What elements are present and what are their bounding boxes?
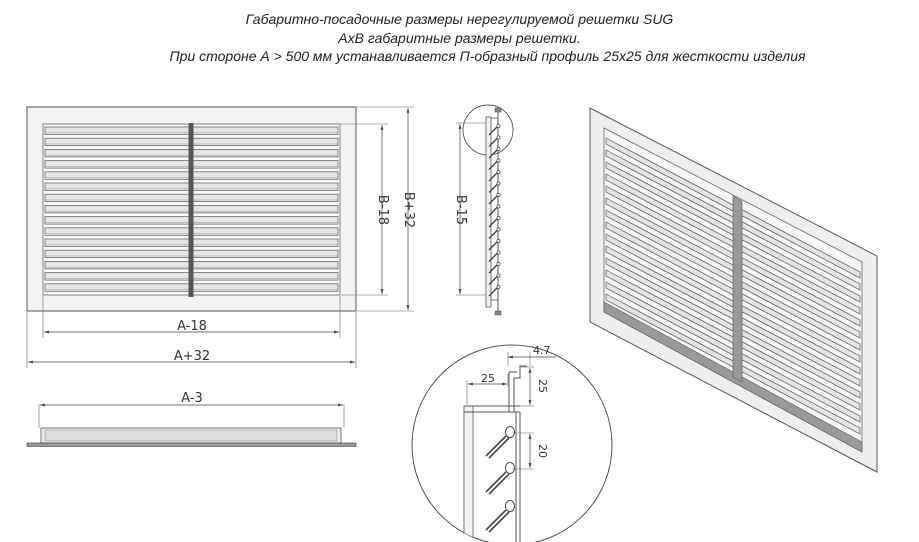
- dim-b-plus-32: B+32: [401, 192, 416, 228]
- front-view: [26, 106, 357, 312]
- side-slat: [488, 275, 499, 285]
- dim-25-horizontal: 25: [481, 372, 495, 385]
- detail-slat-hook: [505, 426, 515, 438]
- side-slats: [488, 124, 501, 297]
- side-slat-hook: [496, 285, 501, 289]
- side-slat-hook: [496, 193, 501, 197]
- perspective-view: [589, 107, 878, 473]
- side-slat: [488, 171, 499, 182]
- side-slat-hook: [496, 273, 501, 278]
- side-slat: [488, 286, 499, 297]
- caption-line-3: При стороне А > 500 мм устанавливается П…: [169, 48, 806, 64]
- dim-b-minus-18: B-18: [375, 195, 390, 225]
- side-slat: [488, 160, 499, 170]
- dim-b-minus-15: B-15: [453, 195, 468, 225]
- dim-4-7: 4.7: [533, 344, 551, 357]
- dim-a-plus-32: A+32: [174, 349, 210, 364]
- front-center-bar: [188, 123, 194, 297]
- dim-a-minus-18: A-18: [177, 319, 207, 334]
- side-slat-hook: [496, 181, 501, 186]
- side-slat-hook: [496, 239, 501, 243]
- bottom-flange: [26, 442, 357, 447]
- side-view: B-15: [453, 104, 514, 316]
- side-slat: [488, 206, 499, 216]
- caption-line-1: Габаритно-посадочные размеры нерегулируе…: [245, 11, 674, 27]
- side-slat: [488, 252, 499, 262]
- side-profile: [485, 116, 492, 308]
- caption: Габаритно-посадочные размеры нерегулируе…: [0, 10, 919, 66]
- side-slat: [488, 137, 499, 147]
- side-slat: [488, 240, 499, 251]
- side-slat: [488, 148, 499, 159]
- dim-20: 20: [536, 444, 549, 458]
- bottom-view: A-3: [26, 391, 357, 447]
- side-slat-hook: [496, 204, 501, 209]
- front-dimensions: A-18 A+32 B-18 B+32: [26, 106, 416, 368]
- detail-slat: [488, 473, 510, 495]
- side-slat-hook: [496, 147, 501, 151]
- detail-slat: [485, 435, 507, 457]
- perspective-center-bar: [732, 195, 743, 383]
- detail-slat: [485, 509, 507, 531]
- side-slat-hook: [496, 227, 501, 232]
- detail-view: 4.7 25 25 20: [411, 344, 613, 542]
- detail-slat: [488, 437, 510, 459]
- side-slat: [488, 125, 499, 136]
- detail-slat: [485, 471, 507, 493]
- side-slat: [488, 229, 499, 239]
- dim-a-minus-3: A-3: [181, 391, 203, 406]
- caption-line-2: АхВ габаритные размеры решетки.: [338, 29, 581, 46]
- detail-slat-hook: [505, 462, 515, 474]
- side-slat-hook: [496, 250, 501, 255]
- side-slat-hook: [496, 135, 501, 140]
- side-slat-hook: [496, 216, 501, 220]
- dim-25-vertical: 25: [536, 379, 549, 393]
- side-slat-hook: [496, 124, 501, 128]
- side-slat: [488, 263, 499, 274]
- detail-slat: [488, 511, 510, 533]
- detail-slat-hook: [505, 500, 515, 512]
- side-slat-hook: [496, 170, 501, 174]
- detail-slats: [485, 426, 515, 533]
- side-slat-hook: [496, 262, 501, 266]
- side-slat: [488, 183, 499, 193]
- detail-circle: [411, 344, 613, 542]
- side-slat-hook: [496, 158, 501, 163]
- side-slat: [488, 217, 499, 228]
- side-slat: [488, 194, 499, 205]
